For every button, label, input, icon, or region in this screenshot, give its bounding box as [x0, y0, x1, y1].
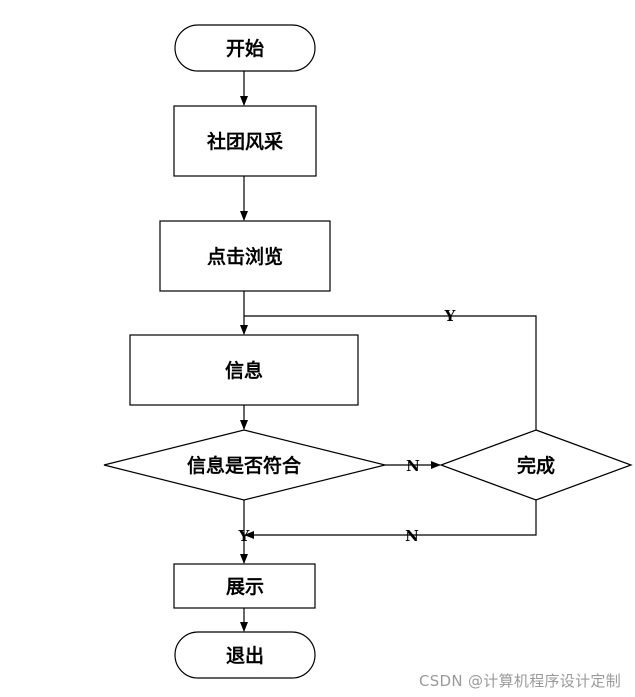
decision-no-label: N — [406, 457, 420, 475]
exit-label: 退出 — [226, 644, 264, 667]
click-browse-node — [159, 220, 331, 292]
complete-no-label: N — [405, 527, 419, 545]
club-style-node — [173, 105, 317, 177]
start-node — [174, 24, 316, 72]
decision-label: 信息是否符合 — [187, 454, 302, 477]
info-node — [129, 334, 359, 406]
watermark: CSDN @计算机程序设计定制 — [418, 672, 621, 690]
edge-complete-no-return — [244, 500, 537, 539]
start-label: 开始 — [226, 37, 264, 60]
display-label: 展示 — [226, 576, 264, 598]
complete-yes-label: Y — [444, 307, 456, 325]
club-style-label: 社团风采 — [206, 130, 283, 153]
complete-label: 完成 — [517, 454, 555, 477]
info-label: 信息 — [225, 359, 263, 382]
display-node — [173, 563, 316, 609]
exit-node — [174, 631, 316, 679]
decision-yes-label: Y — [238, 527, 250, 545]
click-browse-label: 点击浏览 — [207, 245, 283, 268]
edge-complete-yes-loop — [244, 315, 537, 430]
